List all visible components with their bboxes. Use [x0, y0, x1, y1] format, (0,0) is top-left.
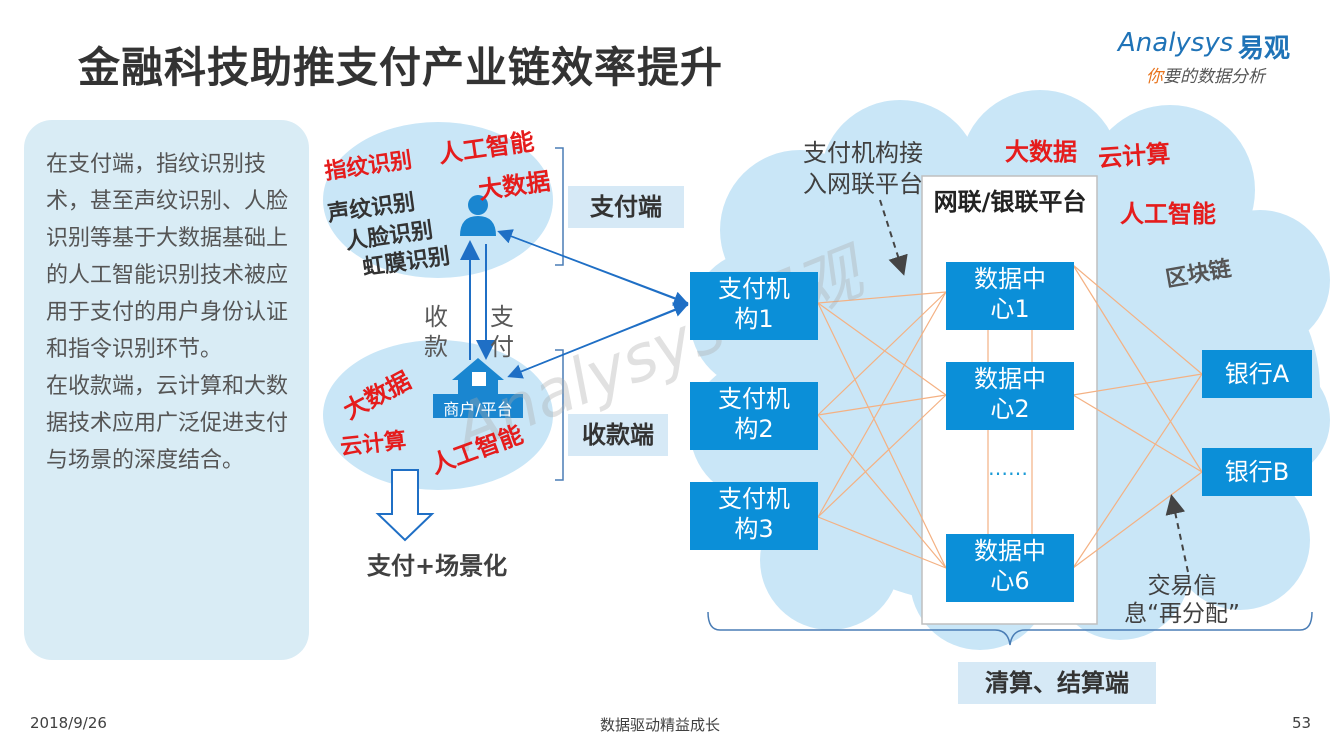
datacenter-1-label: 数据中心1 — [974, 265, 1046, 323]
datacenter-1: 数据中心1 — [946, 262, 1074, 330]
merchant-house-icon — [452, 358, 504, 395]
datacenter-2: 数据中心2 — [946, 362, 1074, 430]
page-number: 53 — [1292, 714, 1312, 732]
left-text: 在支付端，指纹识别技术，甚至声纹识别、人脸识别等基于大数据基础上的人工智能识别技… — [46, 146, 294, 479]
institution-1-label: 支付机构1 — [718, 275, 790, 333]
keyword-cloud-collect: 云计算 — [339, 428, 408, 461]
page-title: 金融科技助推支付产业链效率提升 — [78, 43, 724, 92]
pay-label: 支付 — [490, 303, 514, 361]
logo-cn-text: 易观 — [1238, 34, 1291, 64]
datacenter-6: 数据中心6 — [946, 534, 1074, 602]
analysys-logo: Analysys 易观 你要的数据分析 — [1112, 28, 1312, 88]
payment-side-ellipse — [323, 122, 553, 278]
collect-label: 收款 — [424, 303, 448, 361]
institution-3: 支付机构3 — [690, 482, 818, 550]
payment-side-label: 支付端 — [568, 186, 684, 228]
user-icon — [460, 195, 496, 236]
bank-b: 银行B — [1202, 448, 1312, 496]
logo-slogan-first: 你 — [1146, 67, 1163, 87]
platform-title: 网联/银联平台 — [933, 188, 1087, 216]
institution-2: 支付机构2 — [690, 382, 818, 450]
bank-a: 银行A — [1202, 350, 1312, 398]
left-paragraph-2: 在收款端，云计算和大数据技术应用广泛促进支付与场景的深度结合。 — [46, 374, 289, 473]
keyword-ai-cloud: 人工智能 — [1120, 200, 1216, 228]
datacenter-2-label: 数据中心2 — [974, 365, 1046, 423]
payment-scenario-label: 支付+场景化 — [367, 552, 508, 580]
keyword-cloud-cloud: 云计算 — [1097, 139, 1172, 173]
logo-slogan-rest: 要的数据分析 — [1163, 67, 1265, 87]
payment-bracket — [555, 147, 564, 266]
down-arrow — [375, 469, 435, 542]
datacenter-6-label: 数据中心6 — [974, 537, 1046, 595]
access-note: 支付机构接入网联平台 — [803, 139, 923, 198]
datacenter-ellipsis: …… — [988, 456, 1028, 480]
merchant-label: 商户/平台 — [443, 400, 513, 419]
settlement-label: 清算、结算端 — [958, 662, 1156, 704]
institution-2-label: 支付机构2 — [718, 385, 790, 443]
left-text-panel — [24, 120, 309, 660]
collect-bracket — [555, 349, 564, 481]
redistribute-note: 交易信息“再分配” — [1124, 573, 1240, 627]
collect-side-label: 收款端 — [568, 414, 668, 456]
logo-en-text: Analysys — [1118, 28, 1234, 58]
connection-lines — [817, 264, 1203, 569]
logo-slogan: 你要的数据分析 — [1146, 62, 1265, 87]
left-paragraph-1: 在支付端，指纹识别技术，甚至声纹识别、人脸识别等基于大数据基础上的人工智能识别技… — [46, 152, 289, 362]
settlement-bracket — [707, 611, 1313, 646]
keyword-bigdata-cloud: 大数据 — [1005, 138, 1077, 166]
institution-3-label: 支付机构3 — [718, 485, 790, 543]
institution-1: 支付机构1 — [690, 272, 818, 340]
footer-date: 2018/9/26 — [30, 714, 107, 732]
footer-slogan: 数据驱动精益成长 — [600, 716, 721, 734]
merchant-label-bg — [433, 394, 523, 418]
